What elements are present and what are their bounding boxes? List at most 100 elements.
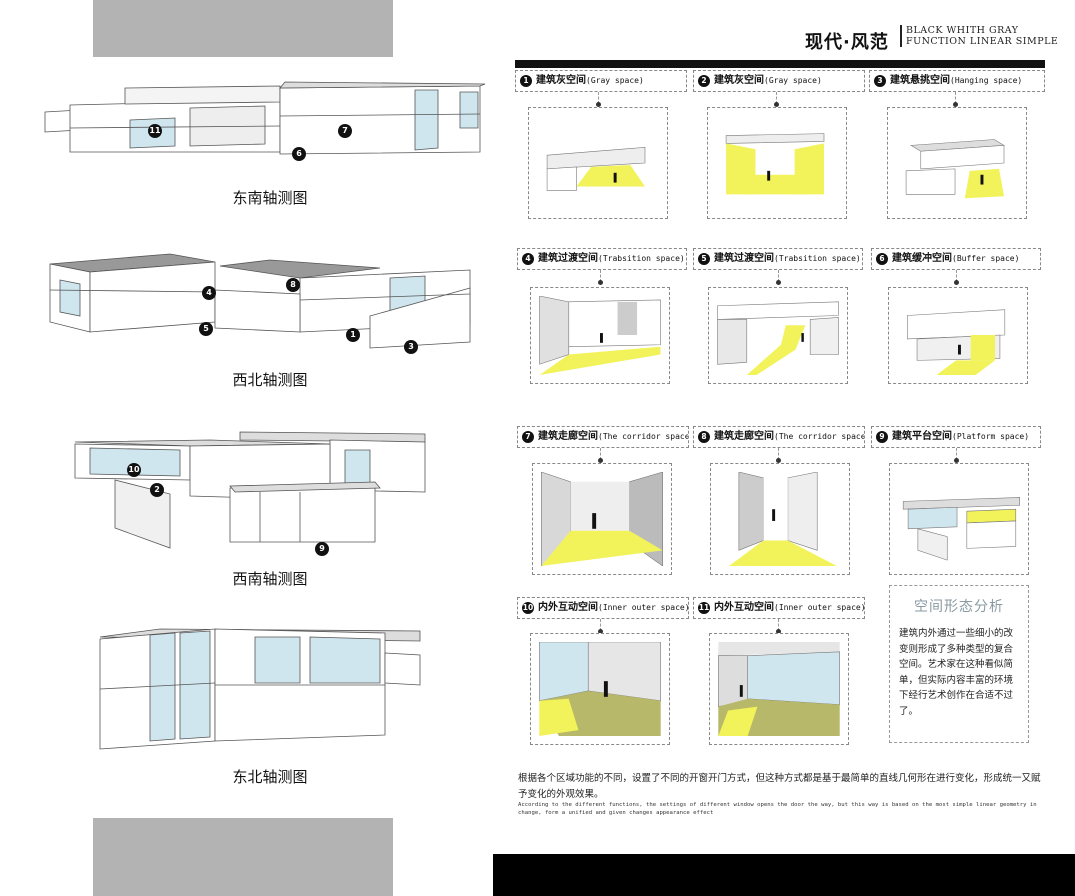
- connector: [774, 92, 779, 107]
- marker-9: 9: [315, 542, 329, 556]
- connector: [598, 448, 603, 463]
- caption-space-11: 11 内外互动空间(Inner outer space): [693, 597, 865, 619]
- analysis-title: 空间形态分析: [914, 599, 1004, 615]
- connector: [598, 270, 603, 285]
- thumbnail-space-5: [708, 287, 848, 384]
- thumbnail-space-7: [532, 463, 672, 575]
- thumbnail-space-1: [528, 107, 668, 219]
- caption-space-1: 1 建筑灰空间(Gray space): [515, 70, 687, 92]
- marker-5: 5: [199, 322, 213, 336]
- northeast-axonometric-drawing: [99, 628, 421, 750]
- thumbnail-space-9: [889, 463, 1029, 575]
- caption-en: (Inner outer space): [774, 603, 865, 612]
- caption-number: 2: [698, 75, 710, 87]
- caption-number: 5: [698, 253, 710, 265]
- thumbnail-space-4: [530, 287, 670, 384]
- axonometric-southwest: 10 2 9: [40, 430, 480, 556]
- caption-number: 8: [698, 431, 710, 443]
- southeast-axonometric-drawing: [44, 81, 486, 155]
- caption-number: 7: [522, 431, 534, 443]
- caption-en: (The corridor space): [598, 432, 689, 441]
- southwest-axonometric-drawing: [74, 431, 426, 549]
- connector: [953, 92, 958, 107]
- marker-1: 1: [346, 328, 360, 342]
- page-title: 现代·风范: [805, 32, 889, 53]
- marker-10: 10: [127, 463, 141, 477]
- caption-space-9: 9 建筑平台空间(Platform space): [871, 426, 1041, 448]
- connector: [954, 270, 959, 285]
- caption-zh: 建筑走廊空间: [538, 431, 598, 442]
- render-corridor-space: [541, 472, 663, 566]
- thumbnail-space-6: [888, 287, 1028, 384]
- analysis-text: 建筑内外通过一些细小的改变则形成了多种类型的复合空间。艺术家在这种看似简单，但实…: [899, 628, 1014, 717]
- render-transition-space: [717, 301, 839, 375]
- caption-number: 3: [874, 75, 886, 87]
- description-zh: 根据各个区域功能的不同，设置了不同的开窗开门方式，但这种方式都是基于最简单的直线…: [518, 773, 1041, 800]
- axonometric-northeast: [40, 625, 480, 755]
- caption-zh: 内外互动空间: [538, 602, 598, 613]
- render-hanging-space: [905, 139, 1005, 199]
- caption-en: (Buffer space): [952, 254, 1020, 263]
- top-black-bar: [515, 60, 1045, 68]
- caption-zh: 建筑悬挑空间: [890, 75, 950, 86]
- description-en: According to the different functions, th…: [518, 802, 1037, 816]
- subtitle-line-1: BLACK WHITH GRAY: [906, 25, 1019, 36]
- caption-zh: 建筑灰空间: [536, 75, 586, 86]
- caption-zh: 建筑过渡空间: [538, 253, 598, 264]
- connector: [776, 270, 781, 285]
- connector: [598, 619, 603, 634]
- subtitle-line-2: FUNCTION LINEAR SIMPLE: [906, 36, 1059, 47]
- caption-en: (Inner outer space): [598, 603, 689, 612]
- axonometric-southwest-label: 西南轴测图: [232, 570, 308, 588]
- caption-space-7: 7 建筑走廊空间(The corridor space): [517, 426, 689, 448]
- caption-number: 4: [522, 253, 534, 265]
- caption-zh: 建筑灰空间: [714, 75, 764, 86]
- render-gray-space: [546, 147, 646, 191]
- marker-2: 2: [150, 483, 164, 497]
- marker-4: 4: [202, 286, 216, 300]
- caption-number: 6: [876, 253, 888, 265]
- marker-7: 7: [338, 124, 352, 138]
- caption-zh: 内外互动空间: [714, 602, 774, 613]
- render-inner-outer-space: [718, 642, 840, 736]
- caption-en: (Gray space): [764, 76, 822, 85]
- caption-space-5: 5 建筑过渡空间(Trabsition space): [693, 248, 863, 270]
- marker-8: 8: [286, 278, 300, 292]
- axonometric-northeast-label: 东北轴测图: [232, 768, 308, 786]
- render-transition-space: [539, 296, 661, 375]
- render-corridor-space: [729, 472, 837, 566]
- caption-en: (Gray space): [586, 76, 644, 85]
- caption-zh: 建筑平台空间: [892, 431, 952, 442]
- render-gray-space: [725, 133, 825, 195]
- caption-space-2: 2 建筑灰空间(Gray space): [693, 70, 865, 92]
- caption-en: (The corridor space): [774, 432, 865, 441]
- caption-en: (Trabsition space): [774, 254, 861, 263]
- marker-11: 11: [148, 124, 162, 138]
- caption-en: (Hanging space): [950, 76, 1023, 85]
- thumbnail-space-3: [887, 107, 1027, 219]
- caption-zh: 建筑缓冲空间: [892, 253, 952, 264]
- caption-zh: 建筑过渡空间: [714, 253, 774, 264]
- render-inner-outer-space: [539, 642, 661, 736]
- caption-number: 11: [698, 602, 710, 614]
- caption-en: (Platform space): [952, 432, 1030, 441]
- caption-number: 1: [520, 75, 532, 87]
- render-platform-space: [902, 497, 1020, 561]
- caption-number: 9: [876, 431, 888, 443]
- thumbnail-space-2: [707, 107, 847, 219]
- connector: [776, 448, 781, 463]
- caption-zh: 建筑走廊空间: [714, 431, 774, 442]
- thumbnail-space-8: [710, 463, 850, 575]
- thumbnail-space-10: [530, 633, 670, 745]
- caption-space-3: 3 建筑悬挑空间(Hanging space): [869, 70, 1045, 92]
- spatial-analysis-box: 空间形态分析 建筑内外通过一些细小的改变则形成了多种类型的复合空间。艺术家在这种…: [889, 585, 1029, 743]
- caption-space-6: 6 建筑缓冲空间(Buffer space): [871, 248, 1041, 270]
- axonometric-southeast-label: 东南轴测图: [232, 189, 308, 207]
- marker-6: 6: [292, 147, 306, 161]
- axonometric-northwest-label: 西北轴测图: [232, 371, 308, 389]
- connector: [596, 92, 601, 107]
- render-buffer-space: [906, 309, 1006, 375]
- top-grey-block: [93, 0, 393, 57]
